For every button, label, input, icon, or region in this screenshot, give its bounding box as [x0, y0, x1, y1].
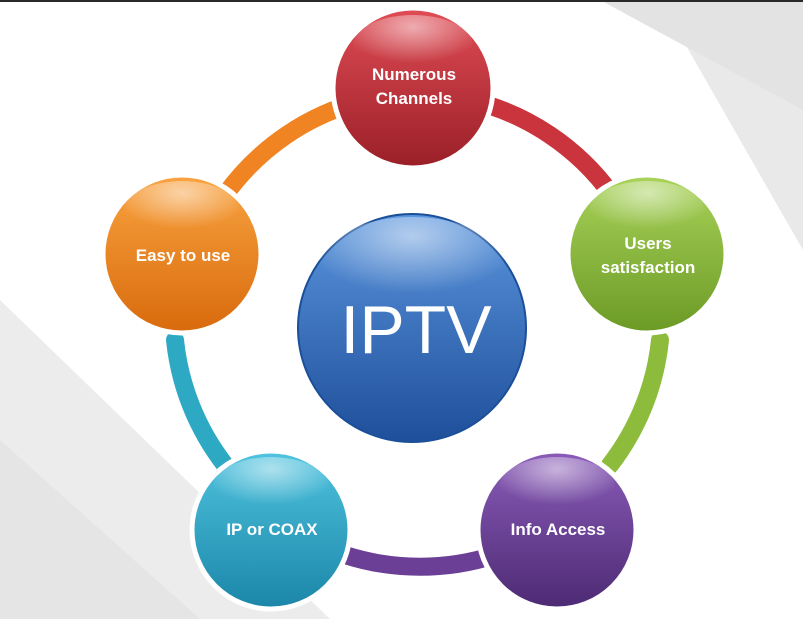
- node-label-line: Numerous: [372, 65, 456, 84]
- arc-info-to-ip: [336, 546, 504, 576]
- node-ip-or-coax: IP or COAX: [189, 448, 353, 612]
- node-users-satisfaction: Users satisfaction: [565, 172, 729, 336]
- node-shine: [213, 457, 329, 517]
- node-shine: [124, 181, 240, 241]
- background-band-bottom-left-inner: [0, 440, 200, 619]
- arc-ip-to-easy: [166, 331, 234, 474]
- top-border-line: [0, 0, 803, 2]
- node-numerous-channels: Numerous Channels: [330, 5, 496, 171]
- node-label-line: Channels: [376, 89, 453, 108]
- node-shine: [353, 15, 473, 75]
- background-band-top-right-inner: [600, 0, 803, 110]
- arc-numerous-to-users: [461, 91, 621, 204]
- center-shine: [320, 217, 504, 313]
- node-label-line: Easy to use: [136, 246, 231, 265]
- node-label-line: Users: [624, 234, 671, 253]
- node-label-line: satisfaction: [601, 258, 695, 277]
- center-node: IPTV: [297, 213, 527, 443]
- node-easy-to-use: Easy to use: [100, 172, 264, 336]
- node-shine: [499, 457, 615, 517]
- arc-users-to-info: [601, 331, 669, 474]
- center-label: IPTV: [340, 292, 492, 368]
- node-label-line: IP or COAX: [226, 520, 318, 539]
- node-label-line: Info Access: [511, 520, 606, 539]
- node-shine: [589, 181, 705, 241]
- node-info-access: Info Access: [475, 448, 639, 612]
